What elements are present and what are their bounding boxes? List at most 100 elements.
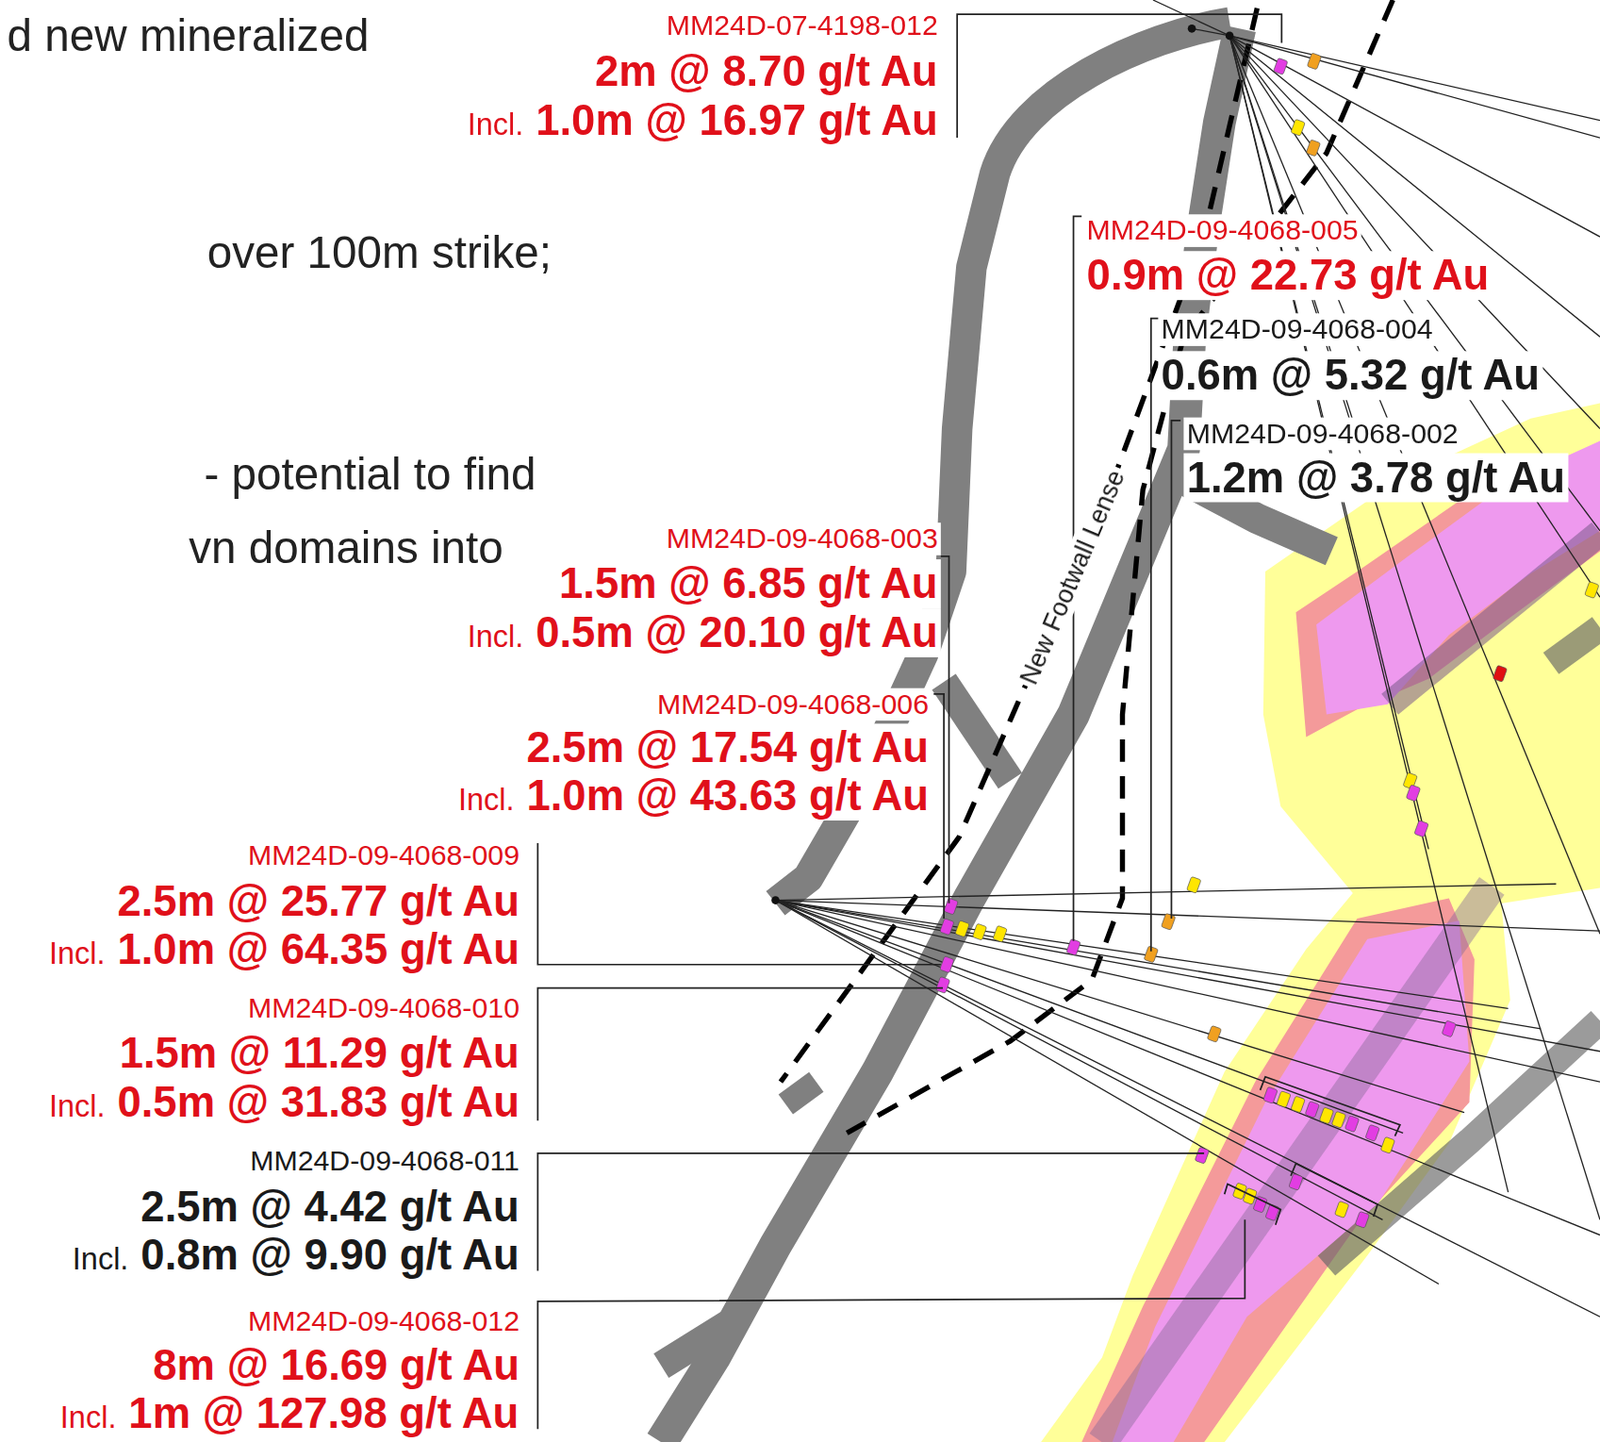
- drill-hole-id: MM24D-09-4068-002: [1183, 417, 1462, 451]
- leaders: [537, 14, 1401, 1429]
- assay-sample: [1290, 118, 1305, 136]
- assay-interval: 1.0m @ 64.35 g/t Au: [114, 924, 523, 974]
- assay-interval: 1.2m @ 3.78 g/t Au: [1183, 453, 1568, 503]
- include-prefix: Incl.: [69, 1241, 132, 1277]
- leader-line: [537, 842, 941, 965]
- assay-interval: 0.5m @ 20.10 g/t Au: [532, 608, 941, 658]
- include-prefix: Incl.: [455, 782, 518, 818]
- assay-sample: [940, 956, 955, 974]
- assay-sample: [943, 897, 958, 915]
- leader-line: [537, 988, 943, 1122]
- drill-trace: [775, 883, 1557, 900]
- drill-holes: [771, 0, 1600, 1317]
- leader-line: [956, 14, 1282, 138]
- structure-band: [1326, 1020, 1600, 1266]
- assay-sample: [972, 923, 987, 941]
- assay-interval: 0.6m @ 5.32 g/t Au: [1157, 350, 1543, 400]
- assay-sample: [1161, 912, 1176, 930]
- assay-interval: 1.5m @ 11.29 g/t Au: [115, 1028, 523, 1078]
- drill-trace: [775, 900, 1384, 1221]
- assay-sample: [940, 918, 955, 936]
- drill-trace: [1191, 28, 1230, 36]
- drill-trace: [775, 900, 1600, 1052]
- assay-sample: [1405, 784, 1420, 802]
- assay-interval: 0.8m @ 9.90 g/t Au: [137, 1230, 523, 1280]
- include-prefix: Incl.: [46, 1088, 109, 1124]
- assay-sample: [1319, 1106, 1334, 1124]
- slide-text: vn domains into: [185, 522, 507, 575]
- assay-interval: 8m @ 16.69 g/t Au: [149, 1340, 523, 1390]
- assay-interval: 1m @ 127.98 g/t Au: [125, 1388, 523, 1438]
- assay-interval: 2.5m @ 4.42 g/t Au: [137, 1182, 523, 1232]
- drift: [785, 1081, 816, 1105]
- assay-sample: [1335, 1201, 1350, 1219]
- drill-trace: [775, 900, 1439, 1285]
- include-prefix: Incl.: [46, 935, 109, 971]
- interval-bracket: [1290, 1163, 1378, 1217]
- assay-sample: [1584, 581, 1600, 599]
- drill-hole-id: MM24D-09-4068-003: [662, 522, 941, 556]
- drill-trace: [775, 900, 1600, 931]
- assay-sample: [1344, 1115, 1359, 1133]
- assay-sample: [1306, 52, 1321, 70]
- slide-text: - potential to find: [200, 448, 540, 501]
- interval-bracket: [1224, 1183, 1282, 1224]
- assay-sample: [1331, 1110, 1346, 1128]
- drill-trace: [1229, 35, 1508, 1192]
- drill-hole-id: MM24D-09-4068-004: [1157, 313, 1436, 347]
- assay-sample: [992, 924, 1007, 942]
- assay-sample: [1273, 57, 1288, 75]
- drill-hole-id: MM24D-09-4068-009: [245, 839, 524, 873]
- assay-sample: [935, 975, 950, 993]
- drill-trace: [1229, 35, 1600, 138]
- include-prefix: Incl.: [463, 619, 527, 655]
- include-prefix: Incl.: [57, 1400, 120, 1436]
- assay-sample: [1066, 938, 1081, 956]
- assay-sample: [1414, 820, 1429, 838]
- assay-sample: [1288, 1172, 1304, 1190]
- leader-line: [1151, 318, 1160, 952]
- assay-interval: 1.0m @ 16.97 g/t Au: [532, 96, 941, 146]
- assay-sample: [1276, 1090, 1291, 1108]
- drift: [660, 1318, 737, 1366]
- assay-interval: 2.5m @ 17.54 g/t Au: [523, 723, 932, 773]
- drill-hole-id: MM24D-09-4068-010: [245, 991, 524, 1025]
- assay-interval: 2.5m @ 25.77 g/t Au: [114, 876, 523, 926]
- drill-trace: [775, 900, 1600, 1083]
- assay-sample: [1441, 1020, 1456, 1038]
- slide-text: d new mineralized: [3, 9, 372, 62]
- drill-hole-id: MM24D-09-4068-005: [1083, 214, 1362, 248]
- assay-interval: 1.0m @ 43.63 g/t Au: [523, 771, 932, 821]
- structure-band: [1389, 532, 1600, 705]
- drift: [943, 681, 1010, 781]
- leader-line: [940, 556, 950, 904]
- drill-trace: [775, 900, 1600, 1236]
- drill-hole-id: MM24D-07-4198-012: [662, 9, 941, 43]
- assay-sample: [1492, 664, 1507, 682]
- assay-sample: [1354, 1210, 1370, 1228]
- assay-sample: [1305, 139, 1320, 157]
- assay-sample: [955, 920, 970, 938]
- drill-hole-id: MM24D-09-4068-012: [245, 1304, 524, 1338]
- drill-trace: [1229, 35, 1600, 121]
- slide-text: over 100m strike;: [203, 226, 555, 279]
- assay-sample: [1290, 1095, 1305, 1113]
- assay-sample: [1187, 875, 1202, 893]
- structure-band: [1550, 627, 1600, 664]
- leader-line: [1171, 420, 1181, 919]
- assay-interval: 2m @ 8.70 g/t Au: [592, 47, 941, 97]
- collar-dot: [771, 895, 780, 905]
- drill-trace: [1153, 0, 1230, 36]
- assay-samples: [935, 52, 1600, 1228]
- leader-line: [933, 693, 944, 919]
- interval-bracket: [1260, 1076, 1401, 1137]
- assay-interval: 0.5m @ 31.83 g/t Au: [114, 1077, 523, 1127]
- assay-sample: [1263, 1086, 1278, 1104]
- drill-trace: [775, 900, 1509, 1009]
- drill-trace: [775, 900, 1466, 1113]
- assay-sample: [1304, 1100, 1320, 1118]
- assay-sample: [1194, 1146, 1209, 1164]
- drill-hole-id: MM24D-09-4068-011: [247, 1144, 523, 1178]
